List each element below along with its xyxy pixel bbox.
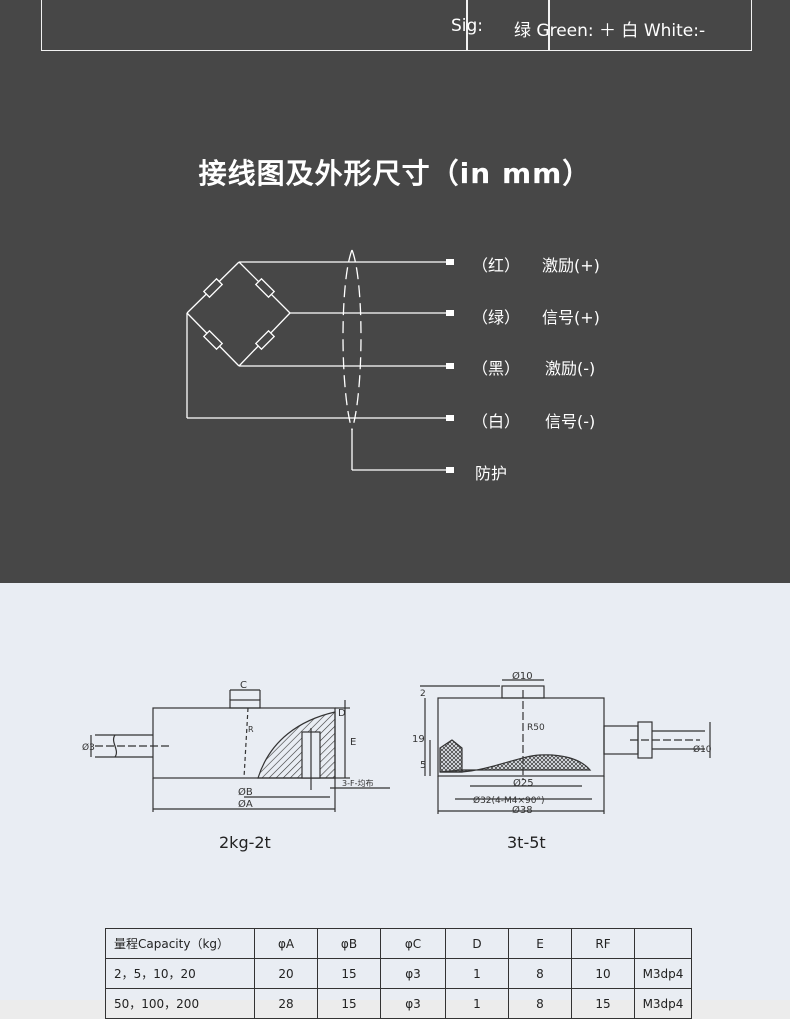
dim-5: 5: [420, 760, 426, 771]
wire-shield-label: 防护: [475, 464, 508, 483]
signal-table: [41, 0, 752, 51]
dim-2: 2: [420, 689, 426, 699]
caption-2kg-2t: 2kg-2t: [219, 833, 271, 852]
table-row: 2，5，10，20 20 15 φ3 1 8 10 M3dp4: [105, 958, 692, 989]
dim-d: D: [338, 708, 346, 719]
cell-e: 8: [508, 958, 572, 989]
header-d: D: [445, 928, 509, 959]
cell-d: 1: [445, 988, 509, 1019]
table-row: 50，100，200 28 15 φ3 1 8 15 M3dp4: [105, 988, 692, 1019]
cell-phib: 15: [317, 988, 381, 1019]
header-capacity: 量程Capacity（kg）: [105, 928, 255, 959]
wire-signal-sig-plus: 信号(+): [542, 308, 600, 327]
spec-table: 量程Capacity（kg） φA φB φC D E RF 2，5，10，20…: [105, 928, 692, 1019]
table-divider: [548, 0, 550, 50]
table-divider: [466, 0, 468, 50]
cell-phic: φ3: [380, 958, 446, 989]
cell-e: 8: [508, 988, 572, 1019]
wire-color-red: （红）: [472, 256, 521, 275]
dim-cable: Ø10: [693, 744, 712, 755]
header-thread: [634, 928, 692, 959]
wire-signal-exc-plus: 激励(+): [542, 256, 600, 275]
dim-phi3: Ø3: [82, 742, 95, 753]
cell-rf: 10: [571, 958, 635, 989]
dark-section: Sig: 绿 Green: ＋ 白 White:- 接线图及外形尺寸（in mm…: [0, 0, 790, 583]
cell-phia: 20: [254, 958, 318, 989]
dim-19: 19: [412, 734, 425, 745]
wire-color-black: （黑）: [472, 359, 521, 378]
dim-phia: ØA: [238, 798, 253, 810]
wire-signal-exc-minus: 激励(-): [545, 359, 596, 378]
wire-color-white: （白）: [472, 412, 521, 431]
caption-3t-5t: 3t-5t: [507, 833, 546, 852]
dim-f: 3-F-均布: [342, 778, 373, 788]
drawing-2kg-2t: C D E Ø3 ØB ØA 3-F-均布 R: [82, 680, 390, 812]
header-phic: φC: [380, 928, 446, 959]
drawing-3t-5t: Ø10 2 19 5 R50 Ø25 Ø32(4-M4×90°) Ø38 Ø10: [412, 670, 712, 816]
cell-phia: 28: [254, 988, 318, 1019]
table-header-row: 量程Capacity（kg） φA φB φC D E RF: [105, 928, 692, 959]
header-rf: RF: [571, 928, 635, 959]
header-e: E: [508, 928, 572, 959]
dim-r: R: [248, 725, 254, 734]
section-heading: 接线图及外形尺寸（in mm）: [198, 157, 592, 190]
dim-r50: R50: [527, 723, 545, 733]
cell-rf: 15: [571, 988, 635, 1019]
cell-phib: 15: [317, 958, 381, 989]
wire-signal-sig-minus: 信号(-): [545, 412, 596, 431]
sig-value: 绿 Green: ＋ 白 White:-: [514, 21, 706, 41]
wiring-diagram: [186, 249, 454, 473]
dim-d38: Ø38: [512, 804, 533, 816]
header-phib: φB: [317, 928, 381, 959]
dim-top: Ø10: [512, 670, 533, 682]
sig-label: Sig:: [451, 16, 484, 36]
cell-phic: φ3: [380, 988, 446, 1019]
dim-phib: ØB: [238, 786, 253, 798]
cell-thread: M3dp4: [634, 988, 692, 1019]
dim-d25: Ø25: [513, 777, 534, 789]
cell-thread: M3dp4: [634, 958, 692, 989]
dim-e: E: [350, 737, 356, 748]
cell-capacity: 50，100，200: [105, 988, 255, 1019]
dim-c: C: [240, 680, 247, 691]
header-phia: φA: [254, 928, 318, 959]
cell-capacity: 2，5，10，20: [105, 958, 255, 989]
cell-d: 1: [445, 958, 509, 989]
wire-color-green: （绿）: [472, 308, 521, 327]
dim-d32: Ø32(4-M4×90°): [473, 795, 545, 806]
